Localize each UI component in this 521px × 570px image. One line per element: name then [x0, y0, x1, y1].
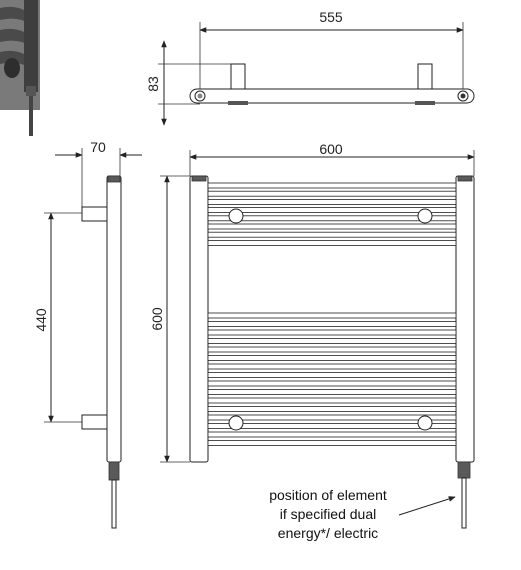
- front-width-dimension-label: 600: [319, 141, 343, 157]
- radiator-bar-13: [207, 346, 457, 353]
- radiator-bar-2: [207, 190, 457, 197]
- top-depth-dimension-label: 83: [145, 76, 161, 92]
- radiator-bar-23: [207, 431, 457, 438]
- radiator-bars: [207, 182, 457, 446]
- radiator-photo-crop: [0, 0, 40, 136]
- radiator-bar-19: [207, 397, 457, 404]
- radiator-bar-15: [207, 363, 457, 370]
- radiator-bar-10: [207, 321, 457, 327]
- side-depth-dimension-label: 70: [90, 139, 106, 155]
- centres-dimension-label: 440: [33, 308, 49, 332]
- heating-element-cable: [461, 477, 467, 529]
- radiator-bar-20: [207, 406, 457, 412]
- radiator-bar-5: [207, 215, 457, 222]
- radiator-bar-3: [207, 198, 457, 205]
- note-arrow: [398, 496, 456, 516]
- element-position-note: position of element if specified dual en…: [269, 487, 456, 541]
- radiator-bar-9: [207, 312, 457, 319]
- top-view: 555 83: [145, 9, 475, 126]
- radiator-bar-17: [207, 380, 457, 387]
- radiator-bar-14: [207, 355, 457, 361]
- top-width-dimension-label: 555: [319, 9, 343, 25]
- heating-element-head: [457, 461, 471, 479]
- note-line-3: energy*/ electric: [278, 525, 378, 541]
- bracket-bottom-left: [228, 415, 244, 431]
- radiator-bar-6: [207, 223, 457, 230]
- radiator-bar-18: [207, 389, 457, 395]
- radiator-bar-22: [207, 423, 457, 429]
- front-view: 600 600: [149, 141, 475, 529]
- bracket-top-left: [228, 208, 244, 224]
- height-dimension-label: 600: [149, 307, 165, 331]
- radiator-bar-1: [207, 182, 457, 189]
- side-view: 70 440: [33, 139, 142, 529]
- radiator-bar-21: [207, 414, 457, 421]
- note-line-1: position of element: [269, 487, 387, 503]
- radiator-bar-8: [207, 239, 457, 246]
- radiator-bar-16: [207, 372, 457, 378]
- bracket-bottom-right: [417, 415, 433, 431]
- radiator-bar-12: [207, 338, 457, 344]
- note-line-2: if specified dual: [280, 506, 377, 522]
- bracket-top-right: [417, 208, 433, 224]
- radiator-bar-7: [207, 231, 457, 238]
- radiator-bar-24: [207, 440, 457, 446]
- radiator-bar-4: [207, 207, 457, 214]
- radiator-bar-11: [207, 329, 457, 336]
